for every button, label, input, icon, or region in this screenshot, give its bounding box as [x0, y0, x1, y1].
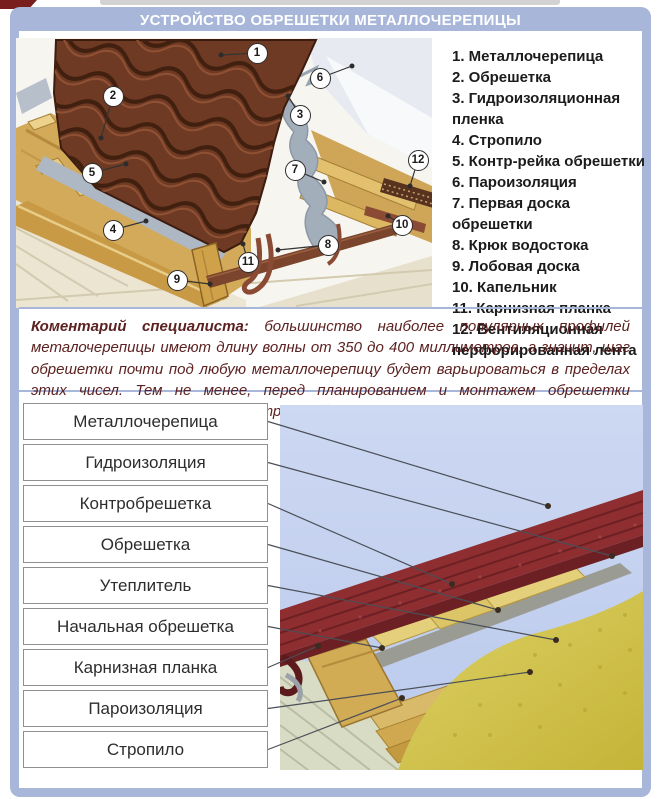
layer-label-box: Карнизная планка — [23, 649, 268, 686]
callout-badge-10: 10 — [391, 214, 413, 236]
layer-label-box: Металлочерепица — [23, 403, 268, 440]
layer-label-box: Утеплитель — [23, 567, 268, 604]
page-title: УСТРОЙСТВО ОБРЕШЕТКИ МЕТАЛЛОЧЕРЕПИЦЫ — [140, 11, 521, 29]
layer-label-box: Гидроизоляция — [23, 444, 268, 481]
specialist-comment: Коментарий специалиста: большинство наиб… — [19, 307, 642, 420]
callout-badge-7: 7 — [284, 159, 306, 181]
callout-badge-8: 8 — [317, 234, 339, 256]
roof-layers-photo — [276, 405, 644, 771]
callout-badge-9: 9 — [166, 269, 188, 291]
crop-artifact — [0, 0, 37, 9]
legend-list: 1. Металлочерепица 2. Обрешетка 3. Гидроиз… — [452, 46, 648, 361]
callout-badge-12: 12 — [407, 149, 429, 171]
layer-label-box: Стропило — [23, 731, 268, 768]
comment-lead: Коментарий специалиста: — [31, 318, 249, 335]
roof-cutaway-illustration — [16, 38, 432, 308]
legend-item: 8. Крюк водостока — [452, 237, 589, 254]
layer-label-box: Обрешетка — [23, 526, 268, 563]
roof-layers-illustration — [276, 405, 644, 771]
callout-badge-3: 3 — [289, 104, 311, 126]
legend-item: 4. Стропило — [452, 132, 542, 149]
header: УСТРОЙСТВО ОБРЕШЕТКИ МЕТАЛЛОЧЕРЕПИЦЫ — [10, 9, 651, 31]
legend-item: 9. Лобовая доска — [452, 258, 580, 275]
legend-item: 1. Металлочерепица — [452, 48, 604, 65]
layer-label-box: Начальная обрешетка — [23, 608, 268, 645]
top-strip-decoration — [100, 0, 560, 5]
legend-item: 10. Капельник — [452, 279, 557, 296]
legend-item: 12. Вентиляционная перфорированная лента — [452, 321, 637, 359]
callout-badge-1: 1 — [246, 42, 268, 64]
legend-item: 5. Контр-рейка обрешетки — [452, 153, 645, 170]
callout-badge-11: 11 — [237, 251, 259, 273]
callout-badge-6: 6 — [309, 67, 331, 89]
layer-label-box: Пароизоляция — [23, 690, 268, 727]
callout-badge-5: 5 — [81, 162, 103, 184]
legend-item: 7. Первая доска обрешетки — [452, 195, 570, 233]
legend-item: 2. Обрешетка — [452, 69, 551, 86]
layer-label-box: Контробрешетка — [23, 485, 268, 522]
callout-badge-2: 2 — [102, 85, 124, 107]
legend-item: 3. Гидроизоляционная пленка — [452, 90, 621, 128]
legend-item: 6. Пароизоляция — [452, 174, 577, 191]
callout-badge-4: 4 — [102, 219, 124, 241]
